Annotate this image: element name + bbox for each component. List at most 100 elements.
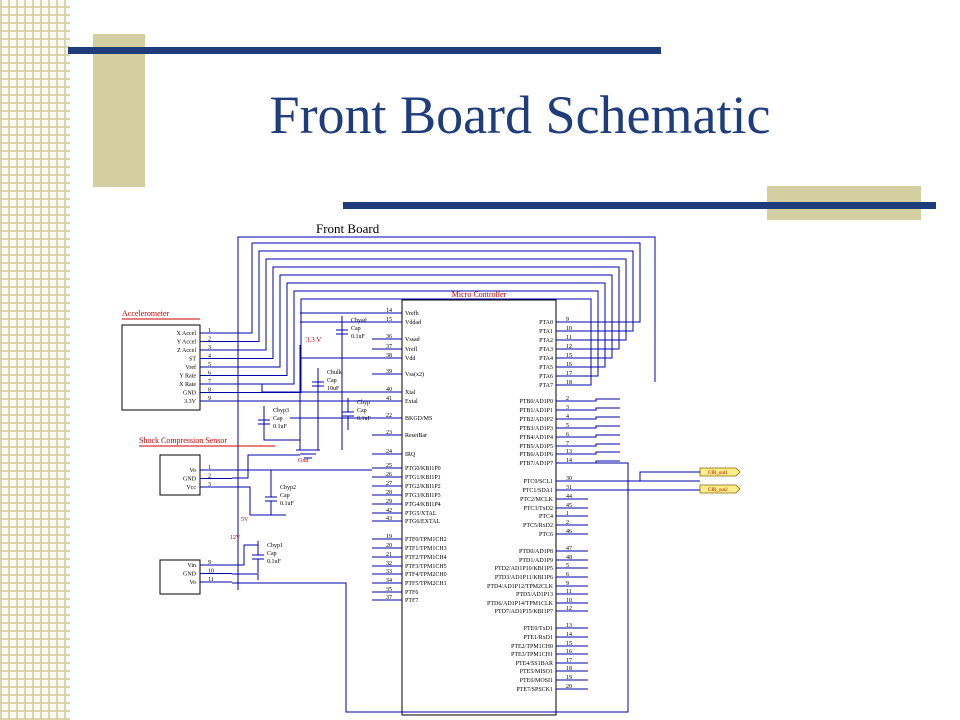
mcu-left-pin-number: 40 — [386, 387, 392, 393]
mcu-left-pin-label: Vrefl — [405, 346, 418, 353]
accelerometer-pin-number: 7 — [208, 379, 211, 385]
port-b-net — [588, 451, 620, 455]
mcu-right-pin-label: PTB2/AD1P2 — [519, 417, 553, 423]
mcu-right-pin-number: 11 — [566, 335, 572, 341]
shock-sensor-box — [159, 454, 201, 496]
port-b-net — [588, 443, 620, 447]
mcu-left-pin-label: Xtal — [405, 390, 416, 396]
mcu-right-pin-label: PTD0/AD1P8 — [519, 549, 553, 555]
mcu-left-pin-number: 43 — [386, 516, 392, 522]
mcu-left-pin-label: BKGD/MS — [405, 416, 432, 422]
mcu-right-pin-label: PTD2/AD1P10/KBI1P5 — [495, 566, 553, 572]
mcu-left-pin-number: 34 — [386, 578, 392, 584]
connector-net — [639, 471, 700, 481]
mcu-right-pin-label: PTE0/TxD1 — [524, 626, 553, 632]
mcu-right-pin-label: PTC1/SDA1 — [522, 488, 553, 494]
mcu-right-pin-label: PTA5 — [539, 365, 553, 371]
mcu-right-pin-label: PTD6/AD1P14/TPM1CLK — [487, 601, 554, 607]
mcu-right-pin-label: PTC6 — [539, 532, 553, 538]
accelerometer-pin-number: 6 — [208, 371, 211, 377]
mcu-right-pin-number: 5 — [566, 423, 569, 429]
mcu-right-pin-number: 46 — [566, 529, 572, 535]
mcu-right-pin-label: PTC5/RxD2 — [523, 523, 553, 529]
mcu-right-pin-label: PTD1/AD1P9 — [519, 558, 553, 564]
power-net — [263, 406, 300, 441]
mcu-left-pin-label: PTG6/EXTAL — [405, 519, 441, 525]
capacitor-type: Cap — [267, 551, 277, 557]
accelerometer-pin-label: Y Rate — [179, 374, 196, 380]
mcu-left-pin-number: 15 — [386, 317, 392, 323]
capacitor-name: Cbyp1 — [267, 543, 283, 549]
mcu-left-pin-number: 14 — [386, 308, 392, 314]
regulator-pin-label: GND — [183, 572, 197, 578]
accelerometer-pin-label: Vref — [185, 364, 196, 371]
mcu-right-pin-number: 19 — [566, 675, 572, 681]
mcu-right-pin-label: PTB0/AD1P0 — [519, 399, 553, 405]
mcu-right-pin-label: PTA3 — [539, 347, 553, 353]
decorative-bar-top — [68, 47, 661, 54]
mcu-left-pin-label: Extal — [405, 399, 418, 405]
mcu-left-pin-label: PTF0/TPM1CH2 — [405, 537, 447, 543]
mcu-left-pin-number: 22 — [386, 413, 392, 419]
mcu-right-pin-number: 3 — [566, 405, 569, 411]
mcu-right-pin-number: 2 — [566, 396, 569, 402]
accelerometer-title: Accelerometer — [122, 309, 169, 318]
accel-output-net — [232, 298, 592, 393]
output-connector — [699, 484, 741, 494]
mcu-left-pin-number: 26 — [386, 472, 392, 478]
shock-sensor-pin-label: Vo — [189, 468, 196, 474]
shock-sensor-pin-number: 2 — [208, 474, 211, 480]
mcu-right-pin-number: 16 — [566, 649, 572, 655]
mcu-left-pin-number: 39 — [386, 369, 392, 375]
mcu-left-pin-number: 37 — [386, 344, 392, 350]
mcu-left-pin-label: PTF3/TPM1CH5 — [405, 564, 447, 570]
mcu-left-pin-number: 19 — [386, 534, 392, 540]
accel-output-net — [232, 290, 599, 385]
mcu-left-pin-label: PTG5/XTAL — [405, 511, 437, 517]
mcu-right-pin-label: PTD5/AD1P13 — [516, 592, 553, 598]
output-connector-label: CIR_out1 — [708, 471, 728, 476]
mcu-left-pin-number: 32 — [386, 561, 392, 567]
mcu-right-pin-label: PTE2/TPM1CH0 — [511, 644, 553, 650]
decorative-block-top-left — [93, 34, 145, 187]
mcu-right-pin-label: PTA6 — [539, 374, 553, 380]
regulator-pin-label: Vin — [187, 563, 196, 569]
shock-net — [232, 454, 300, 479]
mcu-left-pin-label: Vddad — [405, 320, 421, 326]
accel-output-net — [232, 266, 620, 359]
mcu-left-pin-label: PTG0/KBI1P0 — [405, 466, 441, 472]
board-label: Front Board — [316, 221, 380, 236]
capacitor-value: 0.1uF — [351, 334, 366, 340]
mcu-right-pin-number: 47 — [566, 546, 572, 552]
mcu-right-pin-label: PTA2 — [539, 338, 553, 344]
accel-output-net — [232, 274, 613, 368]
mcu-left-pin-number: 33 — [386, 569, 392, 575]
mcu-left-pin-label: PTF2/TPM1CH4 — [405, 555, 447, 561]
mcu-left-pin-label: PTG1/KBI1P1 — [405, 475, 441, 481]
mcu-right-pin-number: 7 — [566, 441, 569, 447]
mcu-right-pin-number: 9 — [566, 581, 569, 587]
mcu-left-pin-label: Vdd — [405, 356, 415, 362]
accel-output-net — [232, 242, 641, 334]
mcu-right-pin-label: PTC2/MCLK — [520, 497, 554, 503]
mcu-left-pin-number: 35 — [386, 587, 392, 593]
mcu-right-pin-number: 6 — [566, 432, 569, 438]
slide-title: Front Board Schematic — [269, 85, 771, 145]
mcu-left-pin-number: 27 — [386, 481, 392, 487]
mcu-right-pin-number: 31 — [566, 485, 572, 491]
mcu-right-pin-number: 17 — [566, 658, 572, 664]
accelerometer-pin-label: Z Accel — [177, 348, 196, 354]
accelerometer-pin-number: 9 — [208, 396, 211, 402]
capacitor-name: Cbulk — [327, 370, 342, 376]
regulator-net — [232, 573, 259, 580]
mcu-left-pin-number: 28 — [386, 490, 392, 496]
mcu-right-pin-number: 44 — [566, 494, 572, 500]
mcu-right-pin-label: PTA4 — [539, 356, 553, 362]
mcu-right-pin-label: PTB7/AD1P7 — [519, 461, 553, 467]
mcu-left-pin-label: PTF1/TPM1CH3 — [405, 546, 447, 552]
capacitor-type: Cap — [273, 416, 283, 422]
capacitor-value: 0.1uF — [267, 559, 282, 565]
mcu-right-pin-number: 15 — [566, 353, 572, 359]
mcu-right-pin-label: PTE3/TPM1CH1 — [511, 652, 553, 658]
mcu-right-pin-number: 17 — [566, 371, 572, 377]
